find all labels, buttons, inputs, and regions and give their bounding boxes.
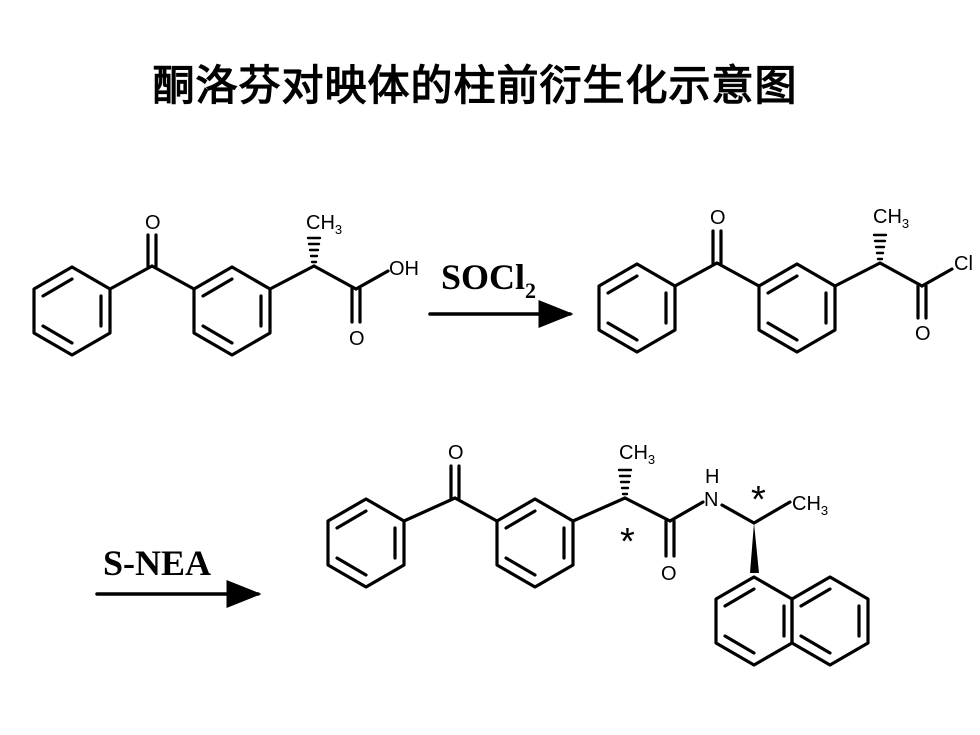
phenyl-carbonyl-bond-3 bbox=[402, 496, 457, 523]
phenyl-carbonyl-bond bbox=[108, 264, 154, 291]
hashed-wedge-methyl bbox=[306, 236, 322, 264]
chiral-marker-2: * bbox=[751, 479, 766, 521]
benzene-ring-e bbox=[326, 497, 406, 589]
hydroxyl-label: OH bbox=[389, 258, 419, 280]
chiral-acyl-bond bbox=[878, 261, 924, 288]
benzene-ring-f bbox=[495, 497, 575, 589]
benzene-ring-c bbox=[597, 262, 677, 354]
amide-cn-bond bbox=[668, 500, 705, 523]
hashed-wedge-methyl-3 bbox=[617, 468, 633, 496]
ring-chiral-bond bbox=[268, 264, 316, 291]
benzene-ring-a bbox=[32, 265, 112, 357]
ring-chiral-bond-2 bbox=[833, 261, 882, 288]
acyl-cl-bond bbox=[920, 267, 954, 288]
phenyl-carbonyl-bond-2 bbox=[673, 261, 719, 288]
hashed-wedge-methyl-2 bbox=[872, 233, 888, 261]
n-chiral-bond bbox=[720, 503, 756, 525]
amide-derivative-structure: O CH3 * O N H * CH3 bbox=[326, 442, 870, 667]
carbonyl-ring-b-bond bbox=[150, 264, 196, 291]
benzene-ring-d-double-bonds bbox=[766, 274, 828, 342]
amide-hydrogen-label: H bbox=[705, 466, 719, 488]
carbonyl-ring-f-bond bbox=[453, 496, 499, 523]
methyl-label-3: CH3 bbox=[619, 442, 655, 467]
chiral-amide-bond bbox=[623, 496, 672, 523]
chlorine-label: Cl bbox=[954, 253, 973, 275]
acid-chloride-structure: O CH3 Cl O bbox=[597, 206, 973, 354]
benzene-ring-b-double-bonds bbox=[201, 277, 263, 345]
methyl-label-2: CH3 bbox=[873, 206, 909, 231]
chiral-methyl-bond bbox=[752, 500, 792, 525]
ketone-oxygen-label-2: O bbox=[710, 207, 726, 229]
amide-nitrogen-label: N bbox=[704, 489, 718, 511]
benzene-ring-e-double-bonds bbox=[335, 509, 397, 577]
methyl-label: CH3 bbox=[306, 212, 342, 237]
chiral-marker-1: * bbox=[620, 521, 635, 563]
methyl-label-4: CH3 bbox=[792, 493, 828, 518]
naphthalene-ring-2 bbox=[790, 575, 870, 667]
page-title: 酮洛芬对映体的柱前衍生化示意图 bbox=[152, 61, 798, 110]
benzene-ring-a-double-bonds bbox=[41, 277, 103, 345]
ketone-oxygen-label: O bbox=[145, 212, 161, 234]
benzene-ring-f-double-bonds bbox=[504, 509, 566, 577]
amide-oxygen-label: O bbox=[661, 563, 677, 585]
reagent-s-nea: S-NEA bbox=[103, 543, 211, 583]
benzene-ring-c-double-bonds bbox=[606, 274, 668, 342]
ring-chiral-bond-3 bbox=[571, 496, 627, 523]
solid-wedge-naphthyl bbox=[750, 523, 759, 573]
acyl-oxygen-label: O bbox=[915, 323, 931, 345]
naphthalene-ring-2-double-bonds bbox=[782, 587, 861, 655]
carboxyl-oxygen-label: O bbox=[349, 328, 365, 350]
carboxyl-oh-bond bbox=[354, 269, 390, 291]
chiral-carboxyl-bond bbox=[312, 264, 358, 291]
benzene-ring-b bbox=[192, 265, 272, 357]
benzene-ring-d bbox=[757, 262, 837, 354]
ketone-oxygen-label-3: O bbox=[448, 442, 464, 464]
ketoprofen-structure: O CH3 OH O bbox=[32, 212, 419, 357]
naphthalene-ring-1-double-bonds bbox=[723, 587, 756, 655]
reagent-socl2: SOCl2 bbox=[441, 257, 536, 303]
carbonyl-ring-d-bond bbox=[715, 261, 761, 288]
